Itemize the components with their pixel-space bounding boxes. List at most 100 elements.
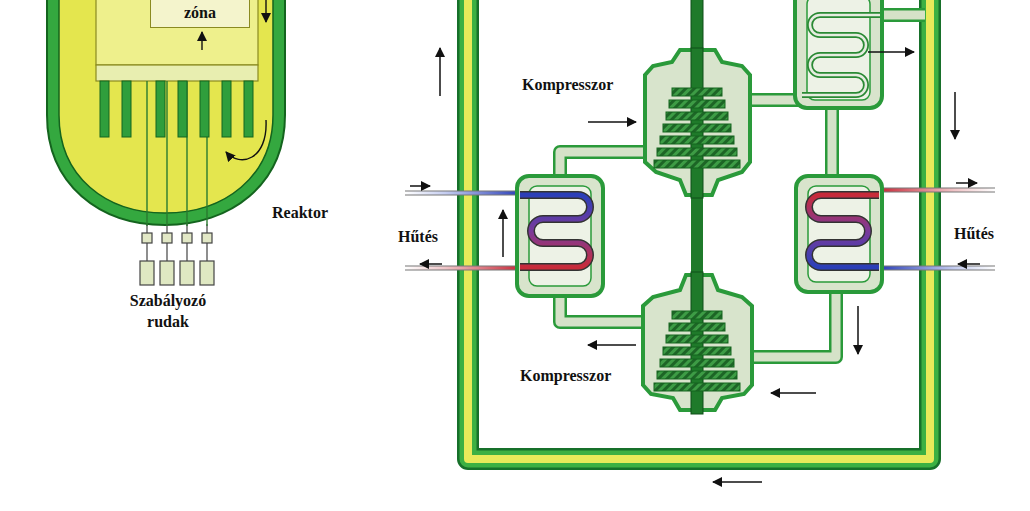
flow-arrow bbox=[502, 210, 504, 257]
cooling-line-edge bbox=[876, 188, 995, 193]
pipe-core bbox=[745, 96, 800, 105]
compressor-drawing bbox=[643, 272, 752, 414]
part-label: Szabályozó rudak bbox=[112, 290, 224, 332]
control-rod bbox=[146, 81, 147, 226]
cooling-line bbox=[876, 189, 995, 192]
node-label: Kompresszor bbox=[520, 367, 611, 385]
rod bbox=[178, 81, 187, 137]
rod-drives bbox=[140, 224, 214, 285]
cooling-line bbox=[405, 192, 522, 195]
rod bbox=[200, 81, 209, 137]
coil-edge bbox=[809, 195, 879, 267]
flow-arrow bbox=[588, 121, 636, 123]
shaft bbox=[691, 0, 703, 53]
shaft-connector bbox=[691, 198, 703, 272]
pipe-core bbox=[828, 106, 837, 180]
compressor: Kompresszor bbox=[515, 272, 760, 414]
coolant-arrow bbox=[410, 185, 430, 187]
compressor-blade bbox=[672, 311, 722, 319]
vessel-wall bbox=[47, 0, 285, 225]
compressor-blade bbox=[666, 335, 728, 343]
rod-cap bbox=[142, 233, 152, 243]
flow-arrow bbox=[226, 120, 266, 160]
compressor-blade bbox=[660, 359, 734, 367]
cooling-line bbox=[405, 267, 522, 270]
compressor-blade bbox=[672, 88, 722, 96]
flow-arrow bbox=[771, 392, 816, 394]
rod bbox=[122, 81, 131, 137]
cooling-label: Hűtés bbox=[945, 223, 1003, 244]
flow-arrow bbox=[201, 32, 202, 50]
support-plate bbox=[96, 65, 258, 81]
recuperator-shell bbox=[795, 0, 882, 108]
compressor-drawing bbox=[645, 48, 750, 198]
core-label: zóna bbox=[184, 4, 216, 22]
recuperator-coil bbox=[802, 15, 880, 95]
coil bbox=[809, 195, 879, 267]
node-outline bbox=[515, 48, 760, 198]
pipe-edge bbox=[825, 106, 839, 180]
rod bbox=[244, 81, 253, 137]
rod-drive bbox=[140, 261, 154, 285]
vessel-interior bbox=[59, 0, 273, 213]
compressor-blade bbox=[669, 100, 725, 108]
main-loop bbox=[468, 0, 930, 459]
rod-drive bbox=[160, 261, 174, 285]
core-barrel bbox=[96, 0, 258, 65]
pipe-edge bbox=[745, 93, 800, 107]
rod-cap bbox=[202, 233, 212, 243]
reactor-vessel: Reaktor zóna bbox=[40, 0, 350, 232]
exchanger-shell bbox=[796, 176, 882, 292]
flow-arrow bbox=[954, 92, 956, 139]
node-label: Reaktor bbox=[272, 204, 328, 222]
node-label: Kompresszor bbox=[522, 76, 613, 94]
pipe-edge bbox=[748, 288, 836, 357]
compressor: Kompresszor bbox=[515, 48, 760, 198]
rod-cap bbox=[162, 233, 172, 243]
compressor-blade bbox=[666, 112, 728, 120]
rod bbox=[100, 81, 109, 137]
cooling-line-edge bbox=[405, 191, 522, 196]
flow-arrows bbox=[410, 48, 980, 482]
compressor-blade bbox=[660, 136, 734, 144]
exchanger-shell bbox=[517, 176, 603, 296]
compressor-blade bbox=[663, 124, 731, 132]
loop-pipe-wall bbox=[468, 0, 930, 459]
compressor-blade bbox=[657, 148, 737, 156]
compressor-blade bbox=[657, 371, 737, 379]
pipe-core bbox=[748, 288, 836, 357]
node-outline bbox=[40, 0, 350, 232]
flow-arrow bbox=[588, 344, 636, 346]
coil-edge bbox=[520, 195, 590, 267]
cooling-line bbox=[876, 267, 995, 270]
coolant-arrow bbox=[956, 182, 977, 184]
rod bbox=[156, 81, 165, 137]
cooling-line-edge bbox=[405, 266, 522, 271]
flow-arrow bbox=[265, 0, 266, 22]
flow-arrow bbox=[868, 51, 914, 53]
control-rod bbox=[166, 81, 167, 226]
cooler-left bbox=[517, 176, 603, 296]
cooling-line-edge bbox=[876, 266, 995, 271]
reactor-drawing bbox=[47, 0, 285, 226]
shaft bbox=[691, 48, 703, 198]
flow-arrow bbox=[857, 306, 859, 354]
flow-arrow bbox=[713, 481, 762, 483]
loop-pipe-core bbox=[468, 0, 930, 459]
recuperator bbox=[795, 0, 882, 108]
pipe-edge bbox=[878, 8, 925, 22]
compressor-blade bbox=[654, 383, 740, 391]
compressor-blade bbox=[654, 160, 740, 168]
rod-cap bbox=[182, 233, 192, 243]
cooling-label: Hűtés bbox=[389, 226, 447, 247]
compressor-blade bbox=[669, 323, 725, 331]
core-box: zóna bbox=[150, 0, 250, 28]
flow-arrow bbox=[439, 48, 441, 96]
node-outline bbox=[515, 272, 760, 414]
compressor-blade bbox=[663, 347, 731, 355]
cooler-right bbox=[796, 176, 882, 292]
pipe-core bbox=[878, 11, 925, 20]
